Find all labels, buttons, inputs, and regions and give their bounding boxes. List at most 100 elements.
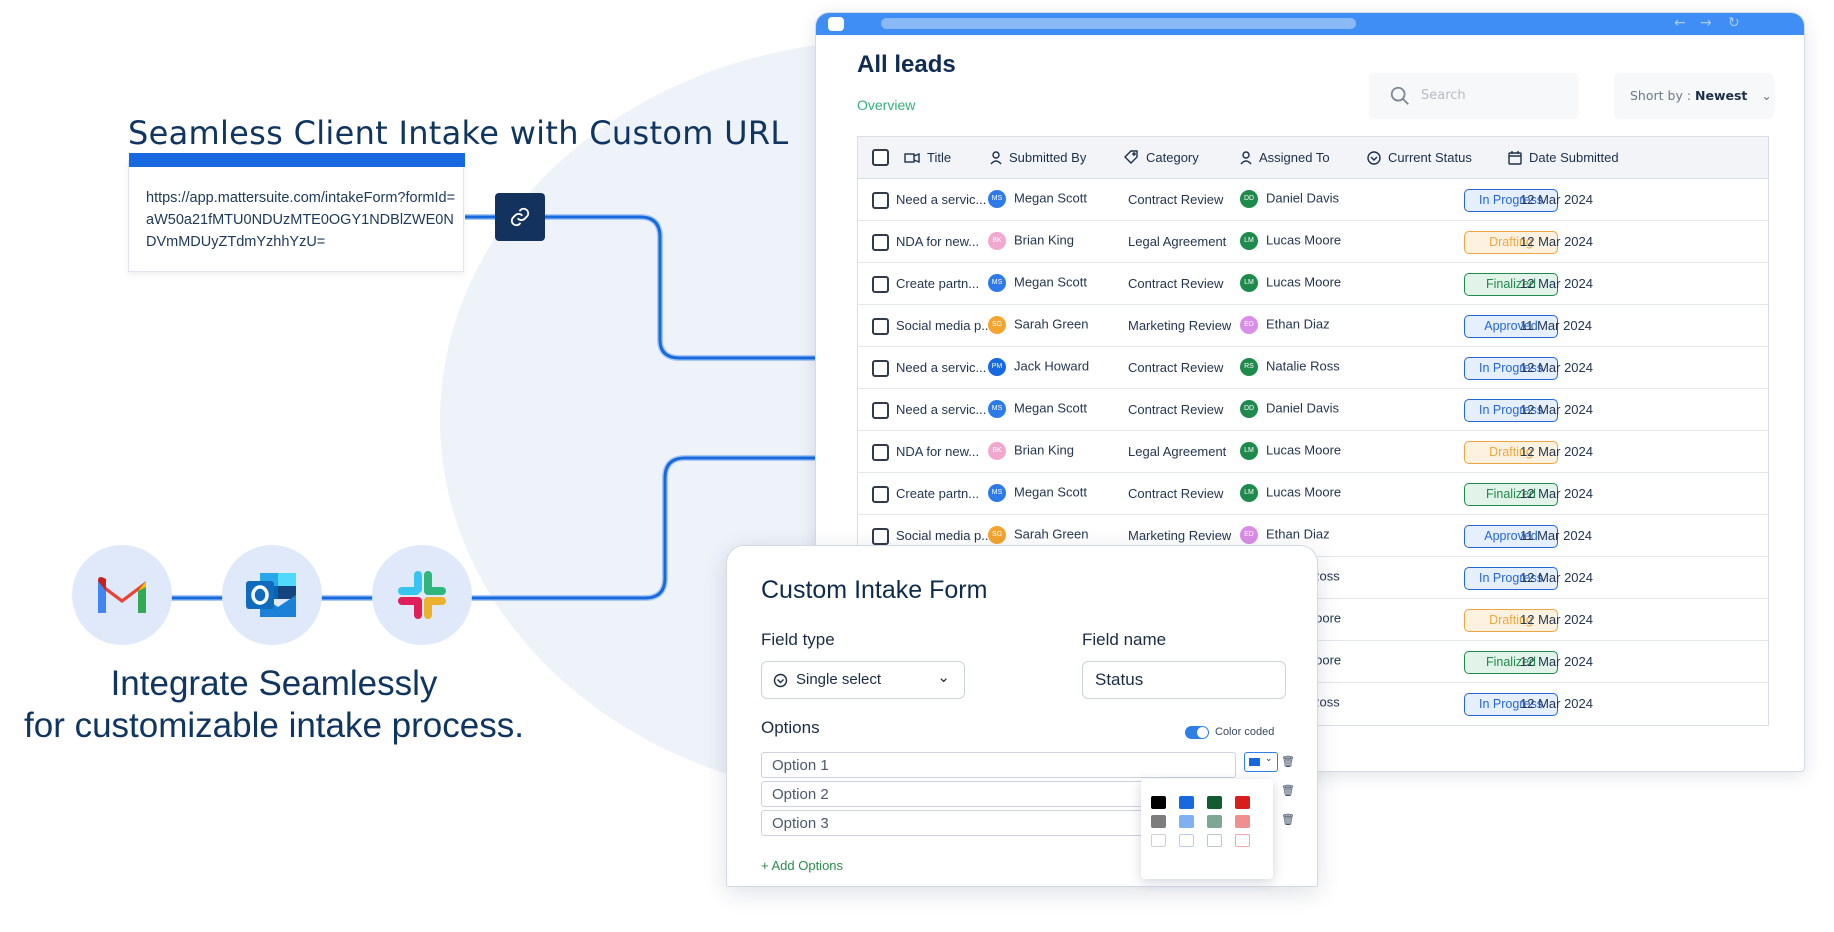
col-current-status[interactable]: Current Status <box>1367 150 1472 165</box>
color-swatch[interactable] <box>1235 834 1250 847</box>
back-arrow-icon[interactable]: ← <box>1674 15 1686 31</box>
col-submitted-by-label: Submitted By <box>1009 150 1087 165</box>
forward-arrow-icon[interactable]: → <box>1700 15 1712 31</box>
avatar: SG <box>988 316 1006 334</box>
color-swatch[interactable] <box>1207 796 1222 809</box>
search-icon <box>1390 86 1409 105</box>
copy-link-button[interactable] <box>495 193 545 241</box>
delete-option-1-icon[interactable]: 🗑 <box>1281 755 1295 768</box>
cell-date-submitted: 12 Mar 2024 <box>1520 612 1593 627</box>
row-checkbox[interactable] <box>872 486 889 503</box>
avatar: PM <box>988 358 1006 376</box>
cell-date-submitted: 12 Mar 2024 <box>1520 234 1593 249</box>
row-checkbox[interactable] <box>872 444 889 461</box>
col-category[interactable]: Category <box>1124 150 1199 165</box>
color-swatch[interactable] <box>1207 815 1222 828</box>
status-circle-icon <box>1367 150 1381 165</box>
user-icon <box>1240 150 1252 164</box>
search-input[interactable]: Search <box>1369 73 1579 119</box>
row-checkbox[interactable] <box>872 192 889 209</box>
cell-date-submitted: 12 Mar 2024 <box>1520 654 1593 669</box>
cell-title[interactable]: Need a servic... <box>896 402 987 417</box>
avatar: ED <box>1240 316 1258 334</box>
color-swatch[interactable] <box>1151 815 1166 828</box>
color-swatch[interactable] <box>1151 796 1166 809</box>
option-input-1[interactable]: Option 1 <box>761 752 1236 778</box>
col-title[interactable]: Title <box>904 150 951 165</box>
page-title: All leads <box>857 51 956 78</box>
row-checkbox[interactable] <box>872 276 889 293</box>
field-type-select[interactable]: Single select ⌄ <box>761 661 965 699</box>
cell-submitted-by: PM Jack Howard <box>988 358 1089 376</box>
row-checkbox[interactable] <box>872 528 889 545</box>
headline: Seamless Client Intake with Custom URL <box>128 114 789 152</box>
intake-url-text[interactable]: https://app.mattersuite.com/intakeForm?f… <box>146 190 456 250</box>
submitter-name: Megan Scott <box>1014 190 1087 206</box>
refresh-icon[interactable]: ↻ <box>1728 15 1740 31</box>
color-swatch[interactable] <box>1151 834 1166 847</box>
delete-option-3-icon[interactable]: 🗑 <box>1281 813 1295 826</box>
color-picker-button[interactable]: ⌄ <box>1244 752 1278 772</box>
table-header: Title Submitted By Category Assigned To … <box>858 137 1768 179</box>
cell-title[interactable]: NDA for new... <box>896 444 980 459</box>
col-submitted-by[interactable]: Submitted By <box>990 150 1086 165</box>
row-checkbox[interactable] <box>872 234 889 251</box>
field-name-input[interactable]: Status <box>1082 661 1286 699</box>
row-checkbox[interactable] <box>872 402 889 419</box>
avatar: BK <box>988 442 1006 460</box>
color-swatch[interactable] <box>1179 834 1194 847</box>
table-row[interactable]: Need a servic...PM Jack Howard Contract Re… <box>858 347 1768 389</box>
slack-integration[interactable] <box>372 545 472 645</box>
assignee-name: Natalie Ross <box>1266 358 1340 374</box>
row-checkbox[interactable] <box>872 360 889 377</box>
gmail-integration[interactable] <box>72 545 172 645</box>
intake-url-card[interactable]: https://app.mattersuite.com/intakeForm?f… <box>128 153 465 272</box>
app-logo-icon <box>828 17 844 31</box>
cell-date-submitted: 12 Mar 2024 <box>1520 486 1593 501</box>
cell-date-submitted: 12 Mar 2024 <box>1520 444 1593 459</box>
status-badge: Drafting <box>1464 441 1558 464</box>
chevron-down-icon: ⌄ <box>1265 754 1273 764</box>
status-badge: Approved <box>1464 315 1558 338</box>
color-coded-label: Color coded <box>1215 726 1275 738</box>
outlook-integration[interactable] <box>222 545 322 645</box>
status-badge: In Progress <box>1464 567 1558 590</box>
cell-title[interactable]: Create partn... <box>896 486 980 501</box>
add-options-button[interactable]: + Add Options <box>761 858 844 873</box>
delete-option-2-icon[interactable]: 🗑 <box>1281 784 1295 797</box>
tab-overview[interactable]: Overview <box>857 97 916 113</box>
cell-category: Marketing Review <box>1128 318 1232 333</box>
color-coded-toggle[interactable] <box>1185 726 1209 739</box>
cell-title[interactable]: Create partn... <box>896 276 980 291</box>
cell-title[interactable]: Need a servic... <box>896 360 987 375</box>
color-swatch[interactable] <box>1179 796 1194 809</box>
address-bar[interactable] <box>881 18 1356 29</box>
color-swatch[interactable] <box>1179 815 1194 828</box>
cell-title[interactable]: Social media p... <box>896 318 993 333</box>
cell-title[interactable]: NDA for new... <box>896 234 980 249</box>
color-swatch[interactable] <box>1235 815 1250 828</box>
cell-title[interactable]: Social media p... <box>896 528 993 543</box>
status-badge: Finalized <box>1464 273 1558 296</box>
cell-category: Contract Review <box>1128 360 1224 375</box>
col-assigned-to[interactable]: Assigned To <box>1240 150 1330 165</box>
sort-dropdown[interactable]: Short by : Newest ⌄ <box>1614 73 1774 119</box>
select-all-checkbox[interactable] <box>872 149 889 166</box>
col-date-submitted[interactable]: Date Submitted <box>1508 150 1619 165</box>
row-checkbox[interactable] <box>872 318 889 335</box>
color-swatch[interactable] <box>1235 796 1250 809</box>
submitter-name: Jack Howard <box>1014 358 1090 374</box>
custom-intake-form: Custom Intake Form Field type Single sel… <box>726 545 1318 887</box>
cell-title[interactable]: Need a servic... <box>896 192 987 207</box>
color-swatch[interactable] <box>1207 834 1222 847</box>
